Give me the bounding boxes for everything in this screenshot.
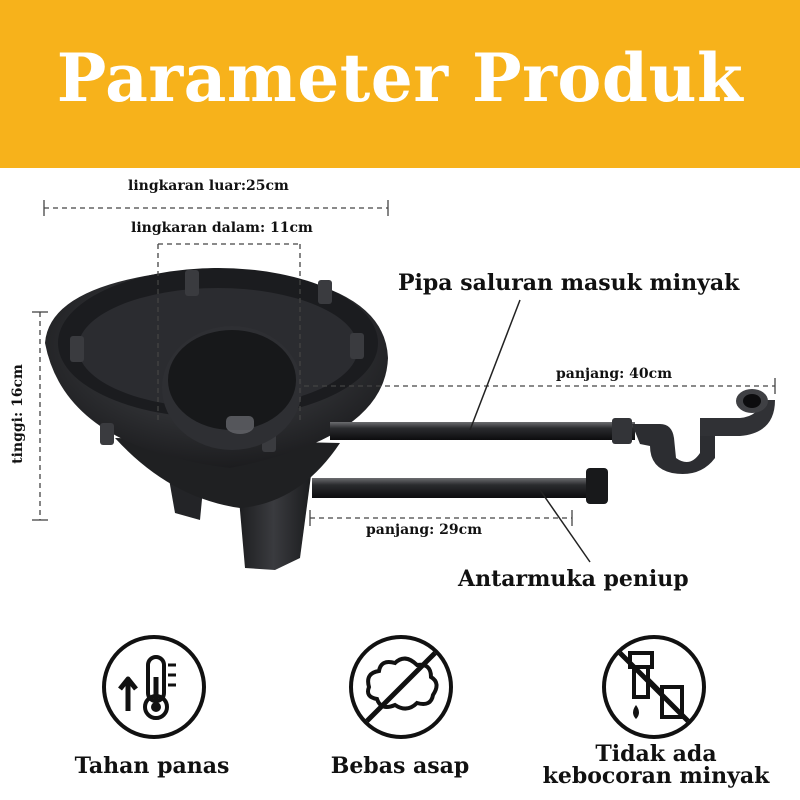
length-top-label: panjang: 40cm <box>556 366 673 382</box>
outer-ring-label: lingkaran luar:25cm <box>128 178 289 194</box>
inner-ring-label: lingkaran dalam: 11cm <box>131 220 313 236</box>
thermometer-up-icon <box>100 633 208 745</box>
blower-pipe <box>312 468 608 504</box>
no-oil-leak-icon <box>600 633 708 745</box>
no-smoke-icon <box>347 633 455 745</box>
oil-inlet-pipe <box>330 389 775 474</box>
title-banner: Parameter Produk <box>0 0 800 168</box>
smoke-free-label: Bebas asap <box>330 753 470 779</box>
height-label: tinggi: 16cm <box>10 364 26 464</box>
page-title: Parameter Produk <box>56 39 744 117</box>
burner-illustration <box>32 200 776 570</box>
dimension-lines <box>32 200 776 526</box>
heat-resistant-label: Tahan panas <box>74 753 230 779</box>
oil-inlet-callout: Pipa saluran masuk minyak <box>398 270 740 296</box>
length-bottom-label: panjang: 29cm <box>366 522 483 538</box>
callout-leaders <box>469 299 591 563</box>
product-diagram: lingkaran luar:25cm lingkaran dalam: 11c… <box>0 168 800 608</box>
no-oil-leak-line-1: Tidak ada <box>595 741 717 767</box>
no-oil-leak-line-2: kebocoran minyak <box>542 763 770 789</box>
feature-list: Tahan panas Bebas asap Tidak ada kebocor… <box>0 615 800 800</box>
blower-callout: Antarmuka peniup <box>458 566 689 592</box>
no-oil-leak-label: Tidak ada kebocoran minyak <box>536 743 776 787</box>
burner-inner-cup <box>162 326 302 450</box>
